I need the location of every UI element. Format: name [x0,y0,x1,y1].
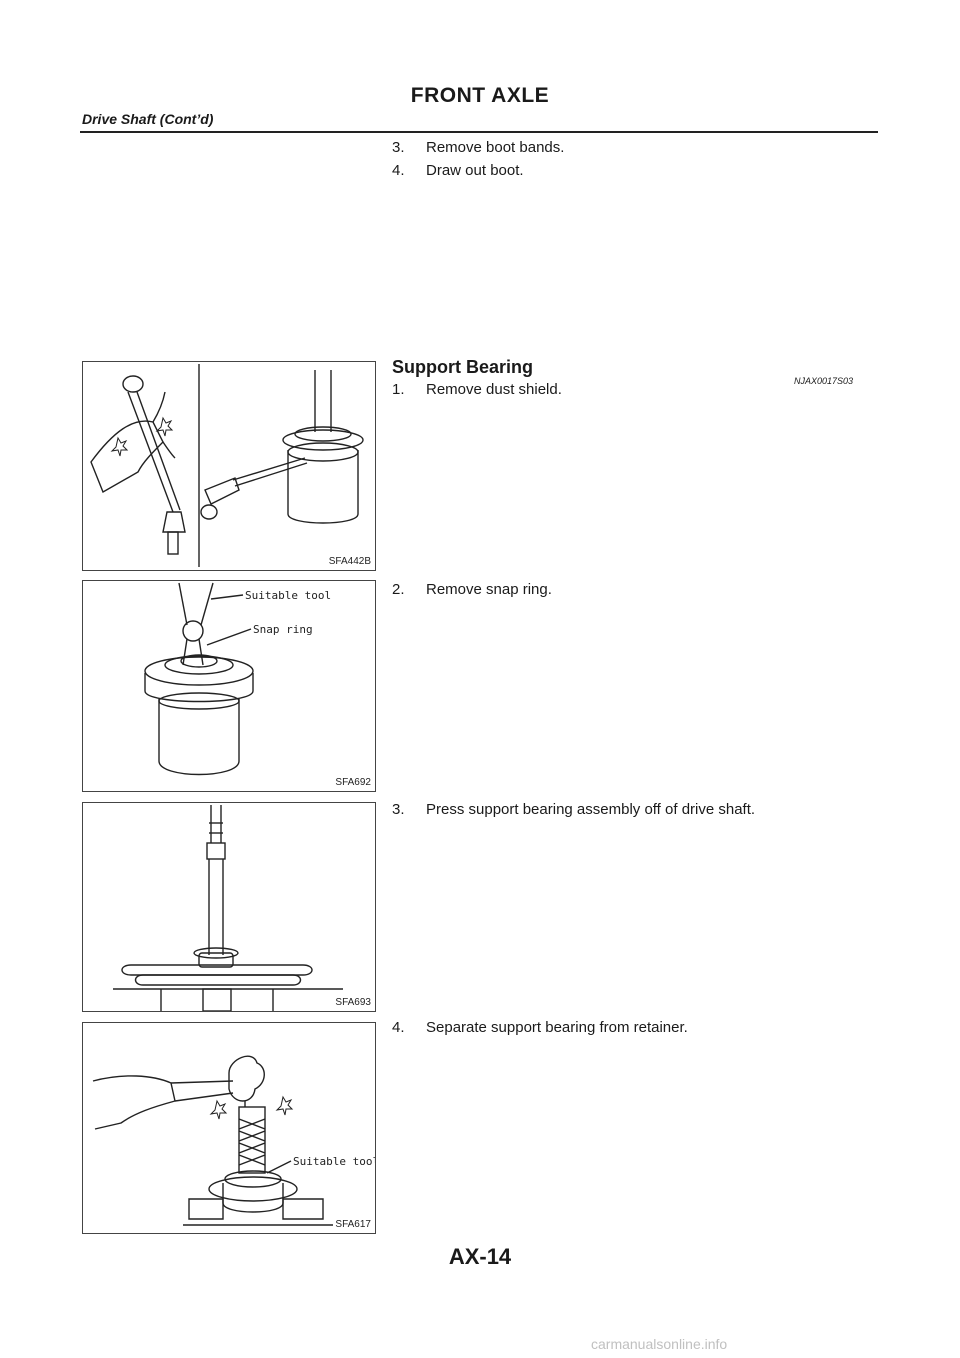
figure-label: SFA442B [328,556,371,567]
dust-shield-removal-illustration [90,364,364,567]
figure-label: SFA617 [335,1219,371,1230]
page-subtitle: Drive Shaft (Cont’d) [82,111,214,127]
step-number: 1. [392,381,405,398]
step-number: 3. [392,801,405,818]
step-text: Press support bearing assembly off of dr… [426,801,756,818]
step-separate-support-bearing: 4. Separate support bearing from retainer… [392,1018,688,1038]
figure-sfa692: Suitable tool Snap ring SFA692 [82,580,376,792]
step-text: Remove snap ring. [426,581,552,598]
callout-snap-ring: Snap ring [253,623,313,636]
press-bearing-illustration [113,805,343,1011]
figure-label: SFA693 [335,997,371,1008]
figure-sfa617: Suitable tool SFA617 [82,1022,376,1234]
figure-sfa442b: SFA442B [82,361,376,571]
page-number: AX-14 [448,1244,512,1269]
step-press-support-bearing: 3. Press support bearing assembly off of … [392,800,755,820]
step-draw-out-boot: 4. Draw out boot. [392,161,524,181]
step-text: Draw out boot. [426,162,524,179]
section-code: NJAX0017S03 [794,376,854,386]
step-remove-boot-bands: 3. Remove boot bands. [392,138,564,158]
step-remove-snap-ring: 2. Remove snap ring. [392,580,552,600]
step-text: Separate support bearing from retainer. [426,1019,688,1036]
step-number: 4. [392,162,405,179]
callout-suitable-tool: Suitable tool [293,1155,376,1168]
step-remove-dust-shield: 1. Remove dust shield. [392,380,562,400]
step-number: 3. [392,139,405,156]
callout-suitable-tool: Suitable tool [245,589,331,602]
header-divider [80,131,878,133]
step-text: Remove dust shield. [426,381,562,398]
section-title: Support Bearing [392,357,534,377]
step-number: 4. [392,1019,405,1036]
separate-bearing-illustration: Suitable tool [92,1055,376,1226]
page-title: FRONT AXLE [410,84,550,107]
watermark: carmanualsonline.info [591,1336,728,1352]
step-text: Remove boot bands. [426,139,565,156]
step-number: 2. [392,581,405,598]
snap-ring-removal-illustration: Suitable tool Snap ring [144,582,331,776]
figure-sfa693: SFA693 [82,802,376,1012]
figure-label: SFA692 [335,777,371,788]
